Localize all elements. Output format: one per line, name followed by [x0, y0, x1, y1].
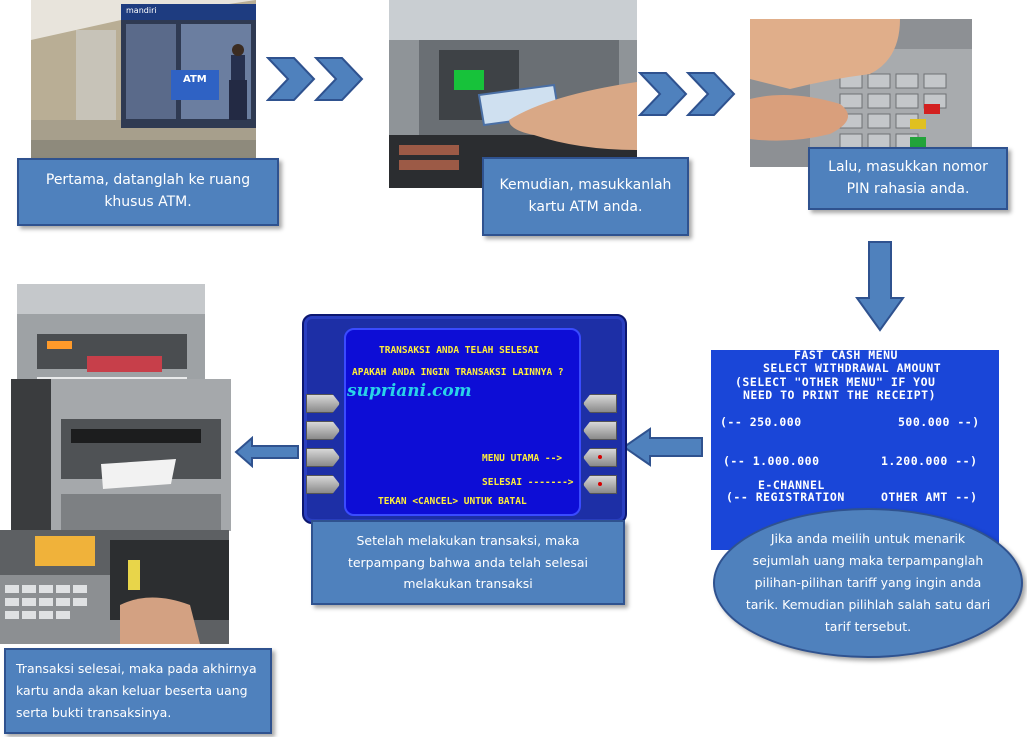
- fast-cash-line-5: E-CHANNEL: [758, 478, 825, 492]
- fast-cash-line-6: (-- REGISTRATION: [726, 490, 845, 504]
- photo-receipt-slot: [11, 379, 231, 531]
- chevron-arrow-2: [638, 70, 738, 118]
- fast-cash-option-3: (-- 1.000.000: [723, 454, 820, 468]
- atm-side-key-left-3: [306, 448, 340, 467]
- atm-menu-utama: MENU UTAMA -->: [482, 453, 563, 464]
- fast-cash-line-1: FAST CASH MENU: [794, 350, 898, 362]
- fast-cash-line-2: SELECT WITHDRAWAL AMOUNT: [763, 361, 942, 375]
- atm-side-key-right-1: [583, 394, 617, 413]
- atm-cancel: TEKAN <CANCEL> UNTUK BATAL: [378, 496, 527, 507]
- chevron-arrow-1: [266, 55, 366, 103]
- photo-card-return: [0, 530, 229, 644]
- atm-sign: ATM: [183, 74, 207, 85]
- caption-step-3: Lalu, masukkan nomor PIN rahasia anda.: [808, 147, 1008, 210]
- atm-side-key-left-4: [306, 475, 340, 494]
- photo-pin-keypad: [750, 19, 972, 167]
- caption-step-5-text: Setelah melakukan transaksi, maka terpam…: [347, 532, 589, 592]
- caption-step-6: Transaksi selesai, maka pada akhirnya ka…: [4, 648, 272, 734]
- caption-step-5: Setelah melakukan transaksi, maka terpam…: [311, 520, 625, 605]
- caption-step-2: Kemudian, masukkanlah kartu ATM anda.: [482, 157, 689, 236]
- atm-line-selesai: TRANSAKSI ANDA TELAH SELESAI: [379, 345, 540, 356]
- caption-step-1: Pertama, datanglah ke ruang khusus ATM.: [17, 158, 279, 226]
- fast-cash-line-4: NEED TO PRINT THE RECEIPT): [743, 388, 937, 402]
- photo-card-insert: [389, 0, 637, 188]
- fast-cash-line-3: (SELECT "OTHER MENU" IF YOU: [735, 375, 936, 389]
- fast-cash-option-2: 500.000 --): [898, 415, 980, 429]
- caption-step-3-text: Lalu, masukkan nomor PIN rahasia anda.: [828, 158, 988, 197]
- atm-line-question: APAKAH ANDA INGIN TRANSAKSI LAINNYA ?: [352, 367, 564, 378]
- bank-sign: mandiri: [126, 6, 157, 15]
- atm-side-key-right-2: [583, 421, 617, 440]
- atm-screen: [344, 328, 581, 516]
- atm-key-led-4: [598, 482, 602, 486]
- atm-side-key-left-1: [306, 394, 340, 413]
- photo-atm-building: ATM mandiri: [31, 0, 256, 158]
- caption-step-2-text: Kemudian, masukkanlah kartu ATM anda.: [499, 176, 672, 215]
- fast-cash-option-1: (-- 250.000: [720, 415, 802, 429]
- down-arrow: [855, 240, 905, 334]
- fast-cash-line-7: OTHER AMT --): [881, 490, 978, 504]
- fast-cash-option-4: 1.200.000 --): [881, 454, 978, 468]
- left-arrow-1: [622, 427, 704, 467]
- atm-side-key-left-2: [306, 421, 340, 440]
- atm-selesai: SELESAI ------->: [482, 477, 574, 488]
- caption-step-4-text: Jika anda meilih untuk menarik sejumlah …: [745, 531, 991, 634]
- caption-step-6-text: Transaksi selesai, maka pada akhirnya ka…: [16, 661, 257, 720]
- left-arrow-2: [234, 436, 300, 468]
- atm-key-led-3: [598, 455, 602, 459]
- caption-step-4: Jika anda meilih untuk menarik sejumlah …: [713, 508, 1023, 658]
- atm-watermark: supriani.com: [347, 381, 472, 401]
- caption-step-1-text: Pertama, datanglah ke ruang khusus ATM.: [45, 172, 251, 210]
